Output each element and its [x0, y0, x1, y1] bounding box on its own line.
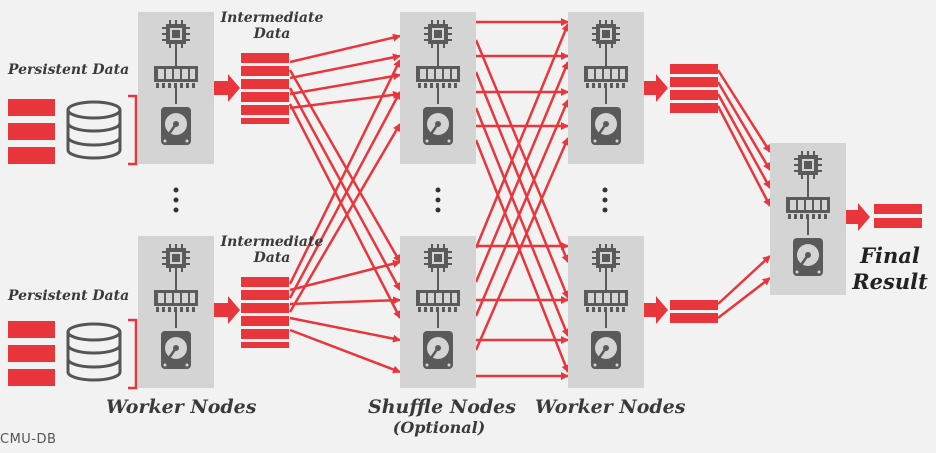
bracket-bottom	[128, 318, 138, 390]
database-icon	[66, 100, 122, 160]
ellipsis-icon	[173, 187, 179, 213]
intermediate-top-line2: Data	[253, 26, 291, 42]
ellipsis-icon	[435, 187, 441, 213]
arrow-right-icon	[644, 74, 668, 102]
shuffle-node-top	[400, 12, 476, 164]
final-node	[770, 143, 846, 295]
database-icon	[66, 322, 122, 382]
final-line1: Final	[860, 243, 920, 268]
final-result-label: Final Result	[850, 243, 930, 296]
intermediate-bottom-line2: Data	[253, 250, 291, 266]
arrow-right-icon	[644, 296, 668, 324]
brand-logo-text: CMU-DB	[0, 432, 57, 447]
persistent-data-label-bottom: Persistent Data	[8, 288, 130, 304]
worker-node-left-bottom	[138, 236, 214, 388]
persistent-data-bottom	[8, 321, 55, 386]
shuffle-node-bottom	[400, 236, 476, 388]
arrow-right-icon	[846, 203, 870, 231]
worker-nodes-label-right: Worker Nodes	[535, 396, 686, 418]
output-data-top	[670, 64, 718, 113]
bracket-top	[128, 94, 138, 166]
intermediate-top-line1: Intermediate	[220, 10, 324, 26]
arrow-right-icon	[214, 74, 240, 102]
intermediate-data-top	[241, 53, 289, 124]
intermediate-data-bottom	[241, 277, 289, 348]
arrow-right-icon	[214, 296, 240, 324]
data-flow-arrows	[288, 18, 772, 380]
intermediate-data-label-top: Intermediate Data	[218, 10, 326, 42]
shuffle-optional-label: (Optional)	[392, 418, 486, 437]
worker-node-left-top	[138, 12, 214, 164]
shuffle-nodes-label: Shuffle Nodes (Optional)	[368, 396, 516, 437]
ellipsis-icon	[602, 187, 608, 213]
worker-node-right-bottom	[568, 236, 644, 388]
worker-node-right-top	[568, 12, 644, 164]
intermediate-bottom-line1: Intermediate	[220, 234, 324, 250]
final-result-data	[874, 204, 922, 228]
worker-nodes-label-left: Worker Nodes	[106, 396, 257, 418]
output-data-bottom	[670, 300, 718, 323]
persistent-data-top	[8, 99, 55, 164]
final-line2: Result	[852, 269, 928, 295]
shuffle-nodes-title: Shuffle Nodes	[368, 396, 516, 418]
intermediate-data-label-bottom: Intermediate Data	[218, 234, 326, 266]
persistent-data-label-top: Persistent Data	[8, 62, 130, 78]
